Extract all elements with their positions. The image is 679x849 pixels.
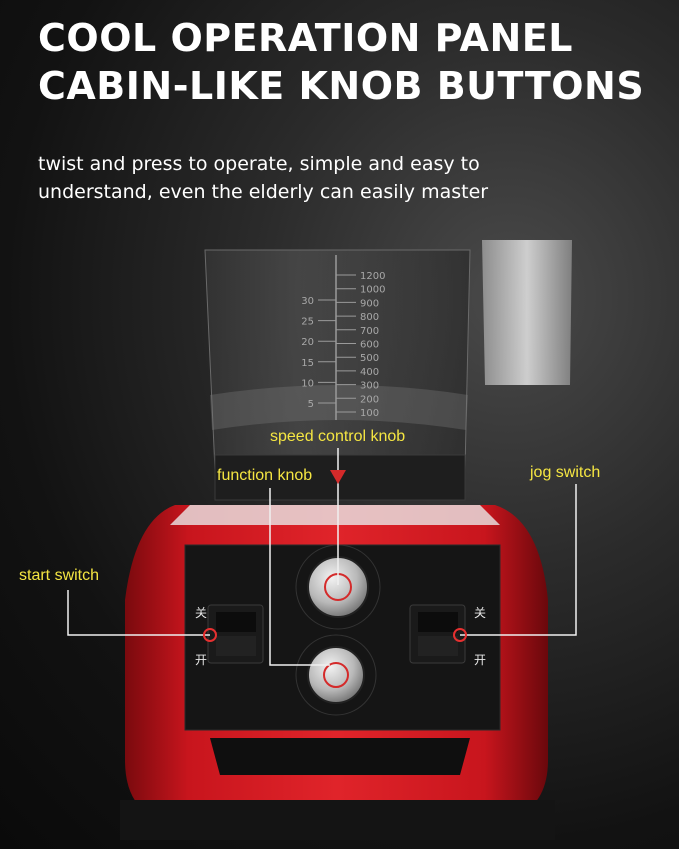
jog-switch-on-mark: 开: [474, 653, 487, 667]
scale-label-oz: 30: [301, 296, 314, 307]
start-switch-label: start switch: [19, 567, 100, 584]
scale-label-ml: 100: [360, 408, 379, 419]
scale-label-ml: 200: [360, 394, 379, 405]
start-switch-on-mark: 开: [195, 653, 208, 667]
base-trim: [210, 738, 470, 775]
speed-control-knob-label: speed control knob: [270, 428, 406, 445]
scale-label-ml: 600: [360, 340, 379, 351]
jar-handle: [482, 240, 572, 385]
jog-switch-off-mark: 关: [474, 606, 487, 620]
function-knob-label: function knob: [217, 467, 313, 484]
function-knob-ring: [295, 634, 377, 716]
function-knob: [307, 646, 365, 704]
scale-label-ml: 700: [360, 326, 379, 337]
scale-label-oz: 5: [308, 399, 314, 410]
scale-label-oz: 10: [301, 378, 314, 389]
scale-label-ml: 900: [360, 298, 379, 309]
scale-label-ml: 300: [360, 381, 379, 392]
scale-label-ml: 400: [360, 367, 379, 378]
jar-scale: 1200 1000 900 800 700 600 500 400 300 200 100 30 25 2…: [301, 271, 385, 419]
scale-label-ml: 1200: [360, 271, 385, 282]
headline: COOL OPERATION PANEL CABIN-LIKE KNOB BUT…: [38, 14, 644, 110]
scale-label-ml: 800: [360, 312, 379, 323]
scale-label-oz: 25: [301, 317, 314, 328]
base-foot: [120, 800, 555, 840]
scale-label-oz: 20: [301, 337, 314, 348]
headline-line-1: COOL OPERATION PANEL: [38, 16, 573, 60]
scale-label-ml: 500: [360, 353, 379, 364]
start-switch-off-mark: 关: [195, 606, 208, 620]
jog-switch-marker: [453, 628, 467, 642]
description: twist and press to operate, simple and e…: [38, 150, 488, 206]
arrow-icon: [330, 470, 346, 484]
control-panel: [184, 544, 501, 731]
start-switch-marker: [203, 628, 217, 642]
scale-label-oz: 15: [301, 358, 314, 369]
jog-switch-label: jog switch: [530, 464, 601, 481]
description-line-2: understand, even the elderly can easily …: [38, 181, 489, 203]
scale-label-ml: 1000: [360, 285, 385, 296]
description-line-1: twist and press to operate, simple and e…: [38, 153, 480, 175]
headline-line-2: CABIN-LIKE KNOB BUTTONS: [38, 64, 645, 108]
